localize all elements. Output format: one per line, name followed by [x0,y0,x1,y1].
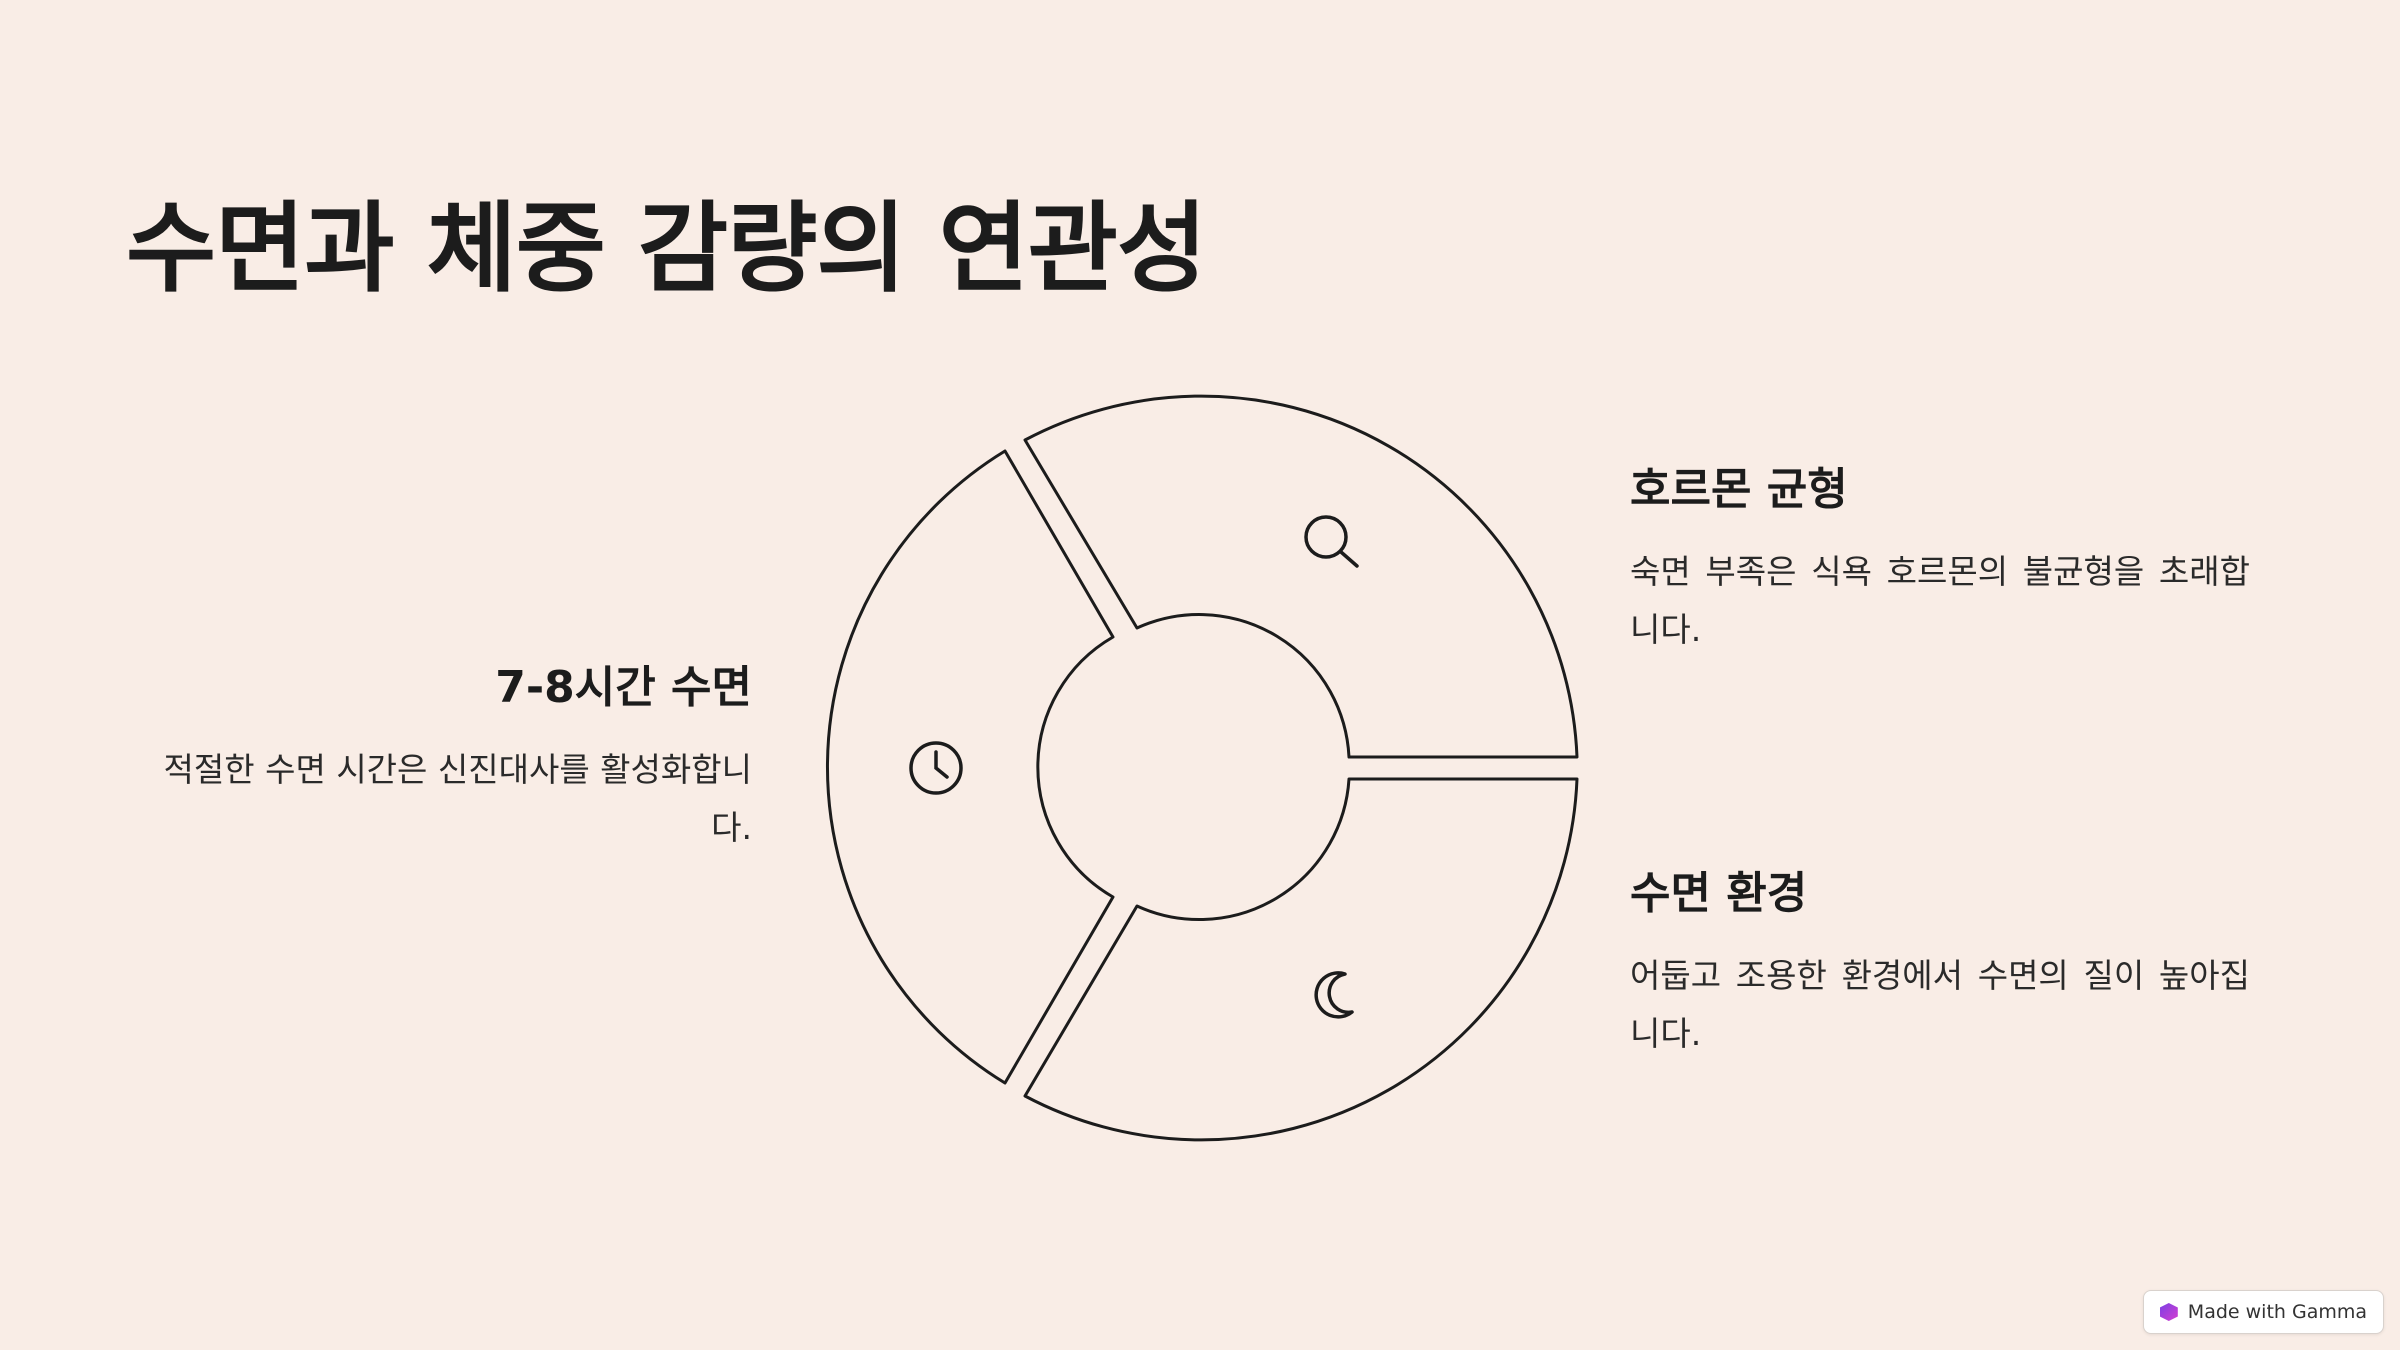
segment-description: 어둡고 조용한 환경에서 수면의 질이 높아집니다. [1630,955,2250,1053]
moon-icon [1314,971,1354,1019]
clock-icon [909,741,963,795]
page-title: 수면과 체중 감량의 연관성 [126,192,1207,306]
segment-sleep-hours[interactable] [825,449,1115,1085]
badge-label: Made with Gamma [2187,1301,2367,1323]
made-with-gamma-badge[interactable]: Made with Gamma [2142,1290,2384,1334]
segment-hormone-balance[interactable] [1023,394,1579,759]
magnifier-icon [1304,515,1359,568]
segment-sleep-environment[interactable] [1023,777,1579,1142]
segment-sleep-environment-text: 수면 환경 어둡고 조용한 환경에서 수면의 질이 높아집니다. [1630,868,2250,1063]
segment-description: 적절한 수면 시간은 신진대사를 활성화합니다. [163,749,752,847]
segment-heading: 호르몬 균형 [1630,464,1848,515]
segment-heading: 7-8시간 수면 [495,662,752,713]
segment-description: 숙면 부족은 식욕 호르몬의 불균형을 초래합니다. [1630,551,2250,649]
gamma-logo-icon [2159,1303,2178,1321]
segment-sleep-hours-text: 7-8시간 수면 적절한 수면 시간은 신진대사를 활성화합니다. [140,662,752,857]
segment-heading: 수면 환경 [1630,868,1808,919]
segment-hormone-balance-text: 호르몬 균형 숙면 부족은 식욕 호르몬의 불균형을 초래합니다. [1630,464,2250,659]
